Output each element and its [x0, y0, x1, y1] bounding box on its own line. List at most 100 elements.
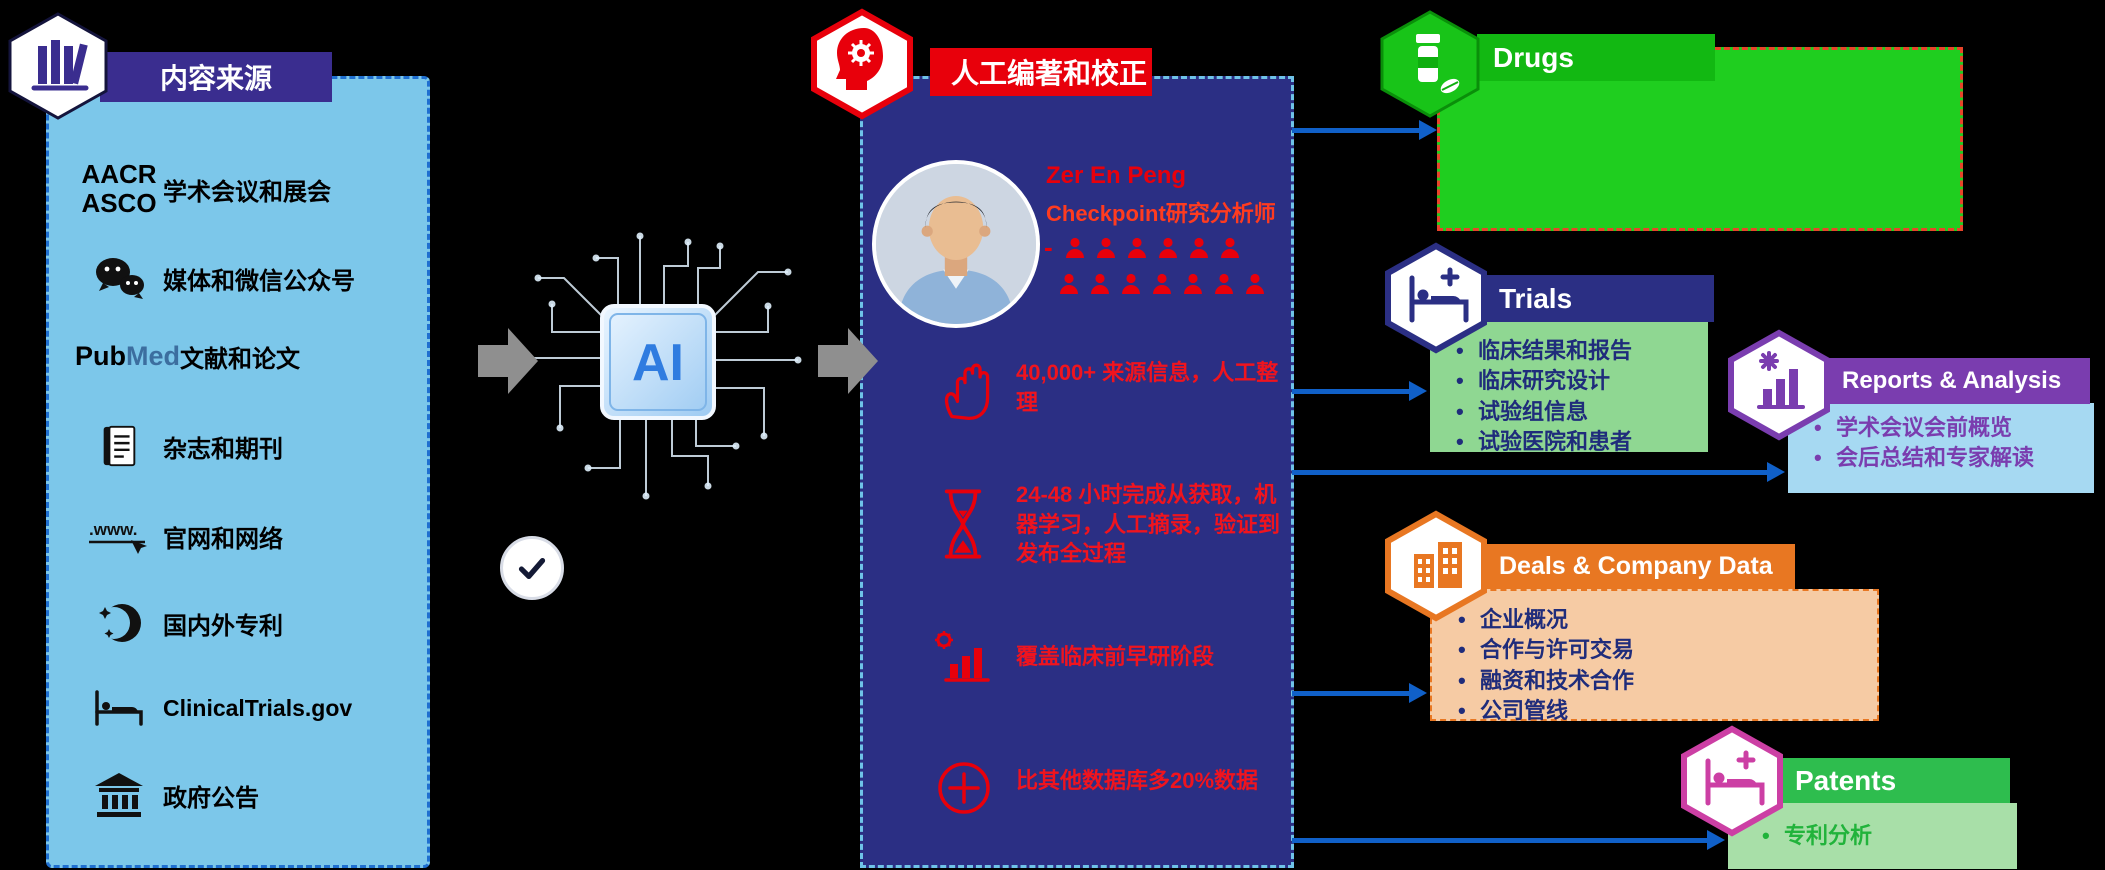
bar-chart-star-icon	[1728, 329, 1830, 441]
source-item-label: 政府公告	[163, 784, 259, 812]
aacr-text: AACR	[81, 158, 157, 189]
person-icon	[1095, 236, 1117, 258]
patents-box: 专利分析	[1728, 803, 2017, 869]
list-item: 试验组信息	[1456, 397, 1708, 428]
source-item-label: ClinicalTrials.gov	[163, 694, 353, 721]
analyst-name: Zer En Peng	[1046, 162, 1187, 189]
reports-hexagon	[1727, 327, 1831, 443]
hospital-bed-icon	[1681, 725, 1783, 837]
arrowhead-icon	[1409, 381, 1427, 401]
person-icon	[1151, 272, 1173, 294]
reports-box: 学术会议会前概览 会后总结和专家解读	[1788, 403, 2094, 493]
deals-hexagon	[1384, 508, 1488, 624]
pubmed-logo-pub: Pub	[75, 340, 126, 371]
connector-arrow-reports	[1292, 470, 1768, 475]
trials-list: 临床结果和报告 临床研究设计 试验组信息 试验医院和患者	[1430, 322, 1708, 458]
content-sources-header: 内容来源	[100, 52, 332, 102]
source-item-patent: 国内外专利	[75, 591, 410, 655]
hand-icon	[934, 360, 996, 424]
hourglass-icon	[940, 486, 986, 562]
conference-logos: AACR ASCO	[75, 158, 163, 218]
source-item-government: 政府公告	[75, 763, 410, 827]
reports-header: Reports & Analysis	[1826, 358, 2090, 404]
flow-arrow-right-icon	[818, 328, 878, 396]
wechat-icon	[75, 254, 163, 302]
patents-header: Patents	[1779, 758, 2010, 803]
source-item-label: 学术会议和展会	[163, 178, 331, 206]
buildings-icon	[1385, 510, 1487, 622]
drugs-header: Drugs	[1477, 34, 1715, 81]
source-item-clinicaltrials: ClinicalTrials.gov	[75, 676, 410, 740]
person-icon	[1157, 236, 1179, 258]
journal-icon	[75, 423, 163, 469]
arrowhead-icon	[1409, 683, 1427, 703]
arrowhead-icon	[1419, 120, 1437, 140]
trials-hexagon	[1384, 240, 1488, 356]
trials-header: Trials	[1483, 275, 1714, 322]
person-icon	[1126, 236, 1148, 258]
source-item-label: 杂志和期刊	[163, 435, 283, 463]
feature-text: 覆盖临床前早研阶段	[1016, 644, 1215, 669]
feature-text: 40,000+ 来源信息，人工整理	[1016, 360, 1279, 415]
hospital-bed-icon	[1385, 242, 1487, 354]
source-item-label: 文献和论文	[180, 345, 300, 373]
person-icon	[1120, 272, 1142, 294]
ai-circuit-graphic: AI	[524, 232, 802, 500]
source-item-label: 媒体和微信公众号	[163, 267, 355, 295]
plus-circle-icon	[936, 760, 992, 816]
patents-list: 专利分析	[1728, 803, 2017, 852]
person-icon	[1244, 272, 1266, 294]
ai-chip-label: AI	[632, 334, 684, 392]
ai-editor-hexagon	[810, 6, 914, 122]
library-icon	[8, 12, 108, 120]
list-item: 临床研究设计	[1456, 366, 1708, 397]
arrowhead-icon	[1707, 830, 1725, 850]
list-item: 合作与许可交易	[1458, 635, 1877, 666]
list-item: 会后总结和专家解读	[1814, 443, 2094, 474]
person-icon	[1182, 272, 1204, 294]
connector-arrow-trials	[1292, 389, 1410, 394]
source-item-label: 官网和网络	[163, 525, 283, 553]
feature-text: 24-48 小时完成从获取，机器学习，人工摘录，验证到发布全过程	[1016, 482, 1281, 567]
svg-text:.www.: .www.	[89, 520, 138, 539]
library-hexagon	[6, 8, 110, 124]
drugs-hexagon	[1378, 6, 1482, 122]
checkmark-icon	[500, 536, 564, 600]
list-item: 公司管线	[1458, 696, 1877, 727]
reports-list: 学术会议会前概览 会后总结和专家解读	[1788, 403, 2094, 474]
pubmed-logo-med: Med	[126, 340, 180, 371]
head-gear-icon	[811, 8, 913, 120]
asco-text: ASCO	[81, 188, 157, 218]
person-icon	[1219, 236, 1241, 258]
person-icon	[1213, 272, 1235, 294]
list-item: 学术会议会前概览	[1814, 413, 2094, 444]
flow-arrow-left-icon	[478, 328, 538, 396]
team-icons-row-1: -	[1044, 234, 1241, 260]
hospital-bed-icon	[75, 686, 163, 730]
list-item: 融资和技术合作	[1458, 666, 1877, 697]
list-item: 企业概况	[1458, 605, 1877, 636]
source-item-conferences: AACR ASCO 学术会议和展会	[75, 157, 410, 221]
list-item: 临床结果和报告	[1456, 336, 1708, 367]
patent-crescent-icon	[75, 599, 163, 647]
editor-header: 人工编著和校正	[930, 48, 1152, 96]
trials-box: 临床结果和报告 临床研究设计 试验组信息 试验医院和患者	[1430, 322, 1708, 458]
team-icons-row-2	[1058, 272, 1266, 294]
arrowhead-icon	[1767, 462, 1785, 482]
deals-header: Deals & Company Data	[1483, 544, 1795, 589]
person-icon	[1188, 236, 1210, 258]
person-icon	[1064, 236, 1086, 258]
source-item-label: 国内外专利	[163, 612, 283, 640]
patents-hexagon	[1680, 723, 1784, 839]
chart-gear-icon	[930, 628, 994, 684]
source-item-journal: 杂志和期刊	[75, 414, 410, 478]
connector-arrow-patents	[1292, 838, 1708, 843]
source-item-website: .www. 官网和网络	[75, 504, 410, 568]
pill-bottle-icon	[1380, 10, 1480, 118]
deals-list: 企业概况 合作与许可交易 融资和技术合作 公司管线	[1432, 591, 1877, 727]
person-icon	[1089, 272, 1111, 294]
